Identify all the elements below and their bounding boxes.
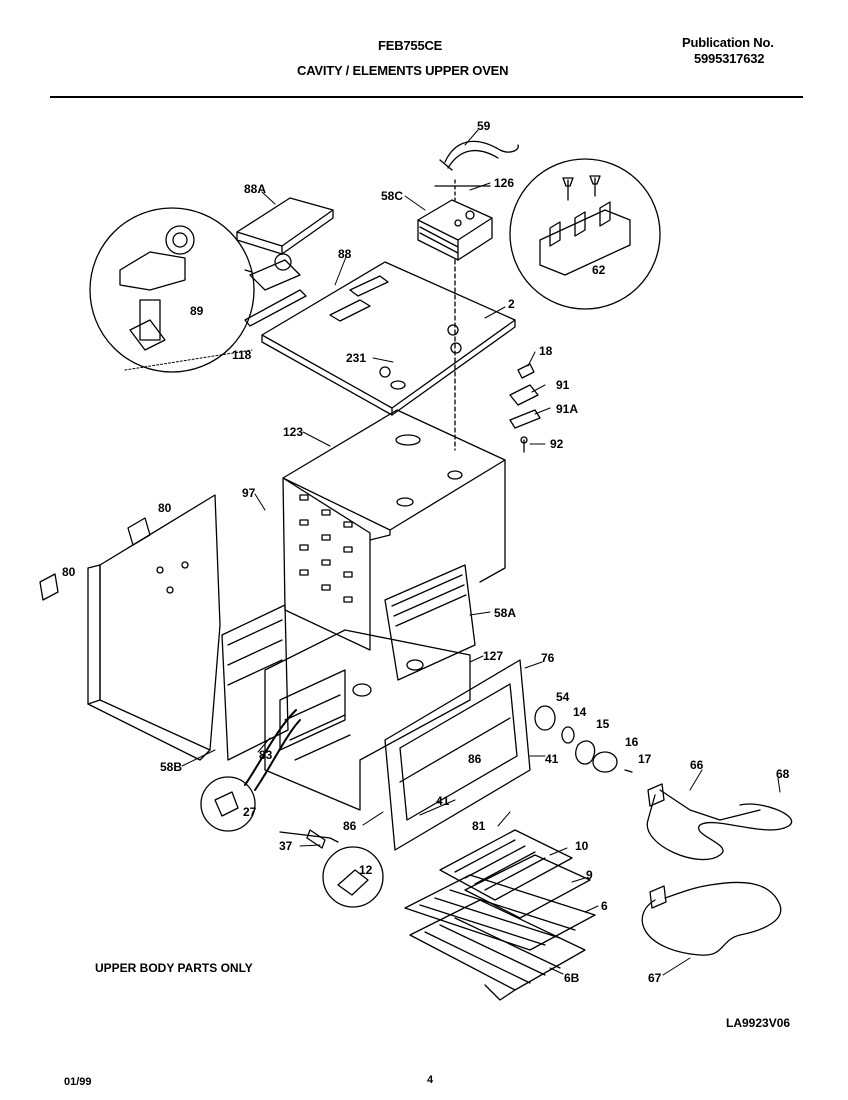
upper-cavity-123 [282, 409, 506, 651]
parts-note: UPPER BODY PARTS ONLY [95, 961, 253, 975]
label-15: 15 [596, 717, 610, 731]
label-2: 2 [508, 297, 515, 311]
label-14: 14 [573, 705, 587, 719]
label-58C: 58C [381, 189, 403, 203]
label-62: 62 [592, 263, 606, 277]
label-16: 16 [625, 735, 639, 749]
light-assembly [534, 705, 633, 773]
label-118: 118 [232, 348, 252, 362]
label-18: 18 [539, 344, 553, 358]
label-92: 92 [550, 437, 564, 451]
control-box-58C [417, 179, 493, 261]
label-17: 17 [638, 752, 652, 766]
header-rule [50, 96, 803, 98]
label-89: 89 [190, 304, 204, 318]
door-frame-76 [384, 659, 531, 851]
detail-circle-27 [200, 709, 301, 832]
label-88A: 88A [244, 182, 266, 196]
label-12: 12 [359, 863, 373, 877]
oven-liner [264, 629, 471, 811]
label-83: 83 [259, 748, 273, 762]
bake-element-67 [641, 881, 782, 956]
label-54: 54 [556, 690, 570, 704]
side-panel-97 [87, 494, 221, 761]
label-6: 6 [601, 899, 608, 913]
label-68: 68 [776, 767, 790, 781]
label-37: 37 [279, 839, 293, 853]
label-27: 27 [243, 805, 257, 819]
label-58A: 58A [494, 606, 516, 620]
bracket-80 [39, 517, 151, 601]
detail-circle-62 [509, 158, 661, 310]
insulation-58A [384, 564, 476, 681]
label-231: 231 [346, 351, 366, 365]
rack-6 [404, 874, 596, 951]
label-123: 123 [283, 425, 303, 439]
label-41-left: 41 [436, 794, 450, 808]
sensor-37 [279, 829, 339, 849]
cover-88A [236, 197, 334, 255]
label-80-top: 80 [158, 501, 172, 515]
label-67: 67 [648, 971, 662, 985]
detail-circle-89 [89, 207, 255, 373]
fastener-parts [509, 363, 541, 453]
top-plate-2 [261, 261, 516, 416]
label-126: 126 [494, 176, 514, 190]
diagram-code: LA9923V06 [726, 1016, 791, 1030]
section-title: CAVITY / ELEMENTS UPPER OVEN [297, 63, 509, 78]
label-81: 81 [472, 819, 486, 833]
model-number: FEB755CE [378, 38, 443, 53]
publication-label: Publication No. [682, 35, 774, 50]
rack-6B [409, 899, 586, 1001]
label-86-right: 86 [468, 752, 482, 766]
leader-lines [124, 129, 781, 976]
label-10: 10 [575, 839, 589, 853]
label-91: 91 [556, 378, 570, 392]
label-127: 127 [483, 649, 503, 663]
detail-circle-12 [322, 846, 384, 908]
label-9: 9 [586, 868, 593, 882]
switch-bracket [244, 253, 307, 327]
label-86-left: 86 [343, 819, 357, 833]
broil-element-66 [646, 783, 793, 861]
label-88: 88 [338, 247, 352, 261]
label-76: 76 [541, 651, 555, 665]
label-6B: 6B [564, 971, 580, 985]
revision-date: 01/99 [64, 1076, 92, 1088]
page-number: 4 [427, 1074, 434, 1086]
label-58B: 58B [160, 760, 182, 774]
label-59: 59 [477, 119, 491, 133]
label-66: 66 [690, 758, 704, 772]
label-80-side: 80 [62, 565, 76, 579]
label-41-right: 41 [545, 752, 559, 766]
label-91A: 91A [556, 402, 578, 416]
broil-pan-10 [439, 829, 591, 919]
publication-number: 5995317632 [694, 51, 765, 66]
part-labels: 59 126 58C 88A 88 2 62 89 118 231 18 91 … [62, 119, 790, 985]
label-97: 97 [242, 486, 256, 500]
cable-59 [439, 140, 519, 171]
insulation-58B [221, 604, 289, 761]
